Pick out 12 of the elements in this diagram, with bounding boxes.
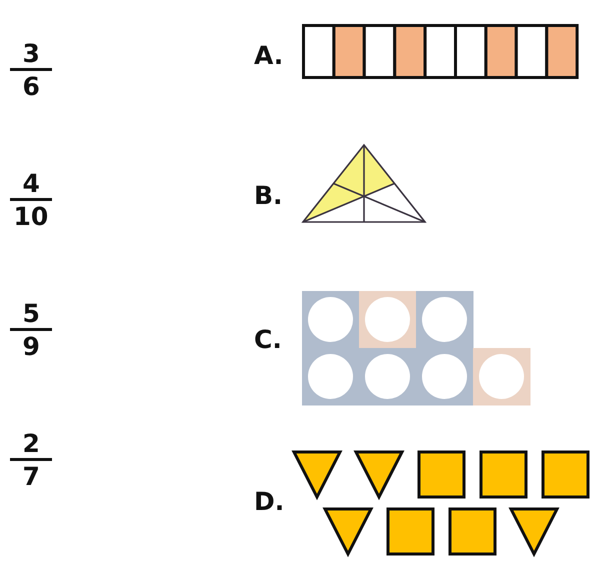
numerator: 4 bbox=[22, 170, 40, 198]
numerator: 3 bbox=[22, 40, 40, 68]
numerator: 2 bbox=[22, 430, 40, 458]
option-letter: D. bbox=[254, 488, 284, 516]
option-letter: C. bbox=[254, 326, 282, 354]
numerator: 5 bbox=[22, 300, 40, 328]
option-letter: B. bbox=[254, 182, 283, 210]
denominator: 10 bbox=[14, 203, 48, 231]
denominator: 9 bbox=[22, 333, 40, 361]
option-letter: A. bbox=[254, 42, 284, 70]
denominator: 6 bbox=[22, 73, 40, 101]
denominator: 7 bbox=[22, 463, 40, 491]
